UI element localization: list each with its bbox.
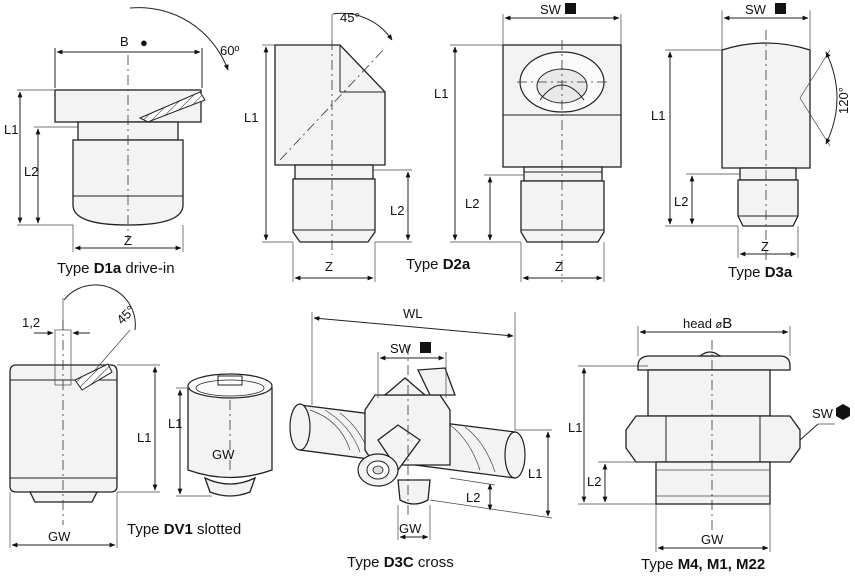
d2a-sw-dim-l1: L1 <box>434 86 448 101</box>
dv1-body <box>9 364 118 493</box>
d3a-drawing: 120° SW L1 L2 Z Type D3a <box>651 2 851 281</box>
d3c-dim-l2: L2 <box>466 490 480 505</box>
m4-dim-l1: L1 <box>568 420 582 435</box>
dv1-dim-l1-small: L1 <box>168 416 182 431</box>
d2a-sw-collar <box>523 166 603 182</box>
m4-dim-l2: L2 <box>587 474 601 489</box>
dv1-caption: Type DV1 slotted <box>127 521 241 538</box>
d3c-dim-gw: GW <box>399 521 422 536</box>
d3a-dim-l2: L2 <box>674 194 688 209</box>
d2a-dim-angle: 45° <box>340 10 360 25</box>
d3c-dim-l1: L1 <box>528 466 542 481</box>
d3c-dim-sw: SW <box>390 341 412 356</box>
d2a-sw-dim-sw: SW <box>540 2 562 17</box>
m4-caption: Type M4, M1, M22 <box>641 556 765 573</box>
m4-thread <box>655 461 771 505</box>
d2a-dim-l2: L2 <box>390 203 404 218</box>
m4-dim-head: head øB <box>683 315 732 332</box>
m4-hexagon <box>625 415 801 463</box>
dv1-dim-slot: 1,2 <box>22 315 40 330</box>
d2a-collar <box>294 164 374 180</box>
dv1-dim-angle: 45° <box>114 303 139 328</box>
d2a-dim-z: Z <box>325 259 333 274</box>
filled-circle-icon: ● <box>140 35 148 50</box>
d2a-sw-drawing: SW L1 L2 Z <box>434 2 622 282</box>
d1a-dim-angle: 60º <box>220 43 239 58</box>
dv1-small-view: L1 GW <box>168 373 273 497</box>
d1a-caption: Type D1a drive-in <box>57 260 175 277</box>
d2a-head <box>274 44 386 166</box>
m4-drawing: head øB SW L1 L2 GW Type M4, M1, M22 <box>568 315 850 573</box>
d3c-caption: Type D3C cross <box>347 554 454 571</box>
m4-head <box>637 355 791 371</box>
dv1-dim-gw: GW <box>48 529 71 544</box>
dv1-dim-l1: L1 <box>137 430 151 445</box>
filled-square-icon <box>420 342 431 353</box>
d1a-drawing: B ● 60º L1 L2 Z Type D1a drive-in <box>4 7 239 277</box>
d1a-dim-l1: L1 <box>4 122 18 137</box>
d2a-drawing: 45° L1 L2 Z Type D2a <box>244 10 471 282</box>
d3a-caption: Type D3a <box>728 264 793 281</box>
d2a-sw-dim-l2: L2 <box>465 196 479 211</box>
filled-square-icon <box>565 3 576 14</box>
d3a-dim-z: Z <box>761 239 769 254</box>
d2a-sw-shank <box>520 180 605 243</box>
d3a-dim-l1: L1 <box>651 108 665 123</box>
d2a-shank <box>292 178 376 243</box>
filled-square-icon <box>775 3 786 14</box>
d2a-sw-dim-z: Z <box>555 259 563 274</box>
filled-hexagon-icon <box>836 404 850 420</box>
d1a-head-hatch <box>138 91 206 123</box>
dv1-drawing: 45° 1,2 L1 GW L1 GW Type DV1 slotted <box>9 284 273 548</box>
m4-dim-sw: SW <box>812 406 834 421</box>
d2a-dim-l1: L1 <box>244 110 258 125</box>
d1a-dim-b: B <box>120 34 129 49</box>
m4-neck <box>647 369 771 417</box>
d1a-dim-l2: L2 <box>24 164 38 179</box>
d3c-drawing: WL SW L1 L2 GW Type D3C cross <box>289 306 553 571</box>
d3a-shank <box>737 179 799 227</box>
d3a-dim-angle: 120° <box>836 87 851 114</box>
m4-dim-gw: GW <box>701 532 724 547</box>
d1a-dim-z: Z <box>124 233 132 248</box>
d3c-dim-wl: WL <box>403 306 423 321</box>
d3a-dim-sw: SW <box>745 2 767 17</box>
d3a-collar <box>739 167 797 181</box>
dv1-dim-gw-small: GW <box>212 447 235 462</box>
d2a-caption: Type D2a <box>406 256 471 273</box>
